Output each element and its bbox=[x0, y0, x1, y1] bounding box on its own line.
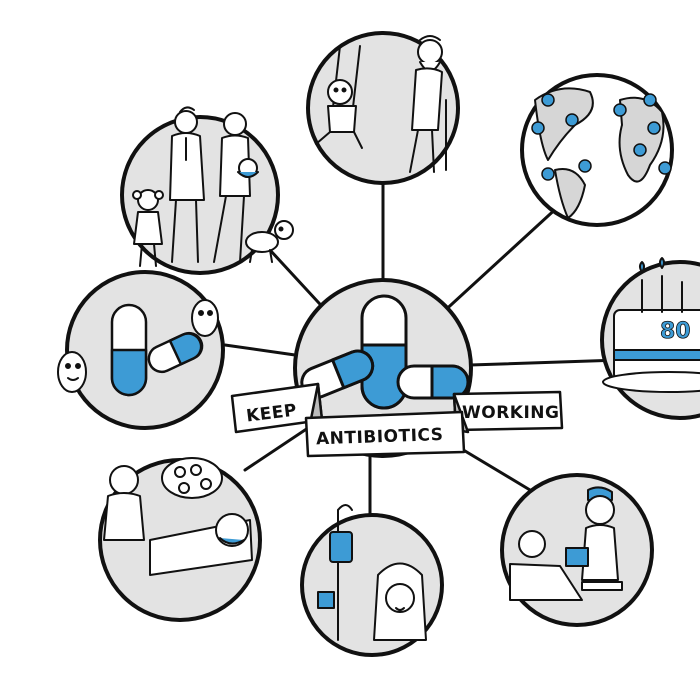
cake-number: 80 bbox=[660, 319, 691, 344]
child-and-elderly-illustration bbox=[306, 31, 460, 185]
banner-text-working: WORKING bbox=[462, 403, 559, 423]
family-illustration bbox=[120, 106, 294, 275]
capsule-vs-bacteria-illustration bbox=[57, 270, 225, 430]
nurse-and-patient-illustration bbox=[500, 473, 654, 627]
globe-illustration bbox=[520, 73, 674, 227]
connector-to-cake bbox=[468, 358, 622, 367]
surgery-illustration bbox=[98, 457, 262, 622]
connector-to-bacteria bbox=[223, 343, 297, 357]
keep-antibiotics-working-banner: KEEP ANTIBIOTICS WORKING bbox=[230, 382, 564, 458]
antibiotic-capsules-illustration bbox=[293, 278, 473, 458]
happy-face-markers bbox=[531, 93, 672, 181]
iv-drip-illustration bbox=[300, 504, 444, 657]
birthday-cake-illustration: 80 bbox=[600, 257, 700, 420]
connector-to-globe bbox=[438, 203, 562, 317]
banner-text-antibiotics: ANTIBIOTICS bbox=[316, 425, 444, 449]
